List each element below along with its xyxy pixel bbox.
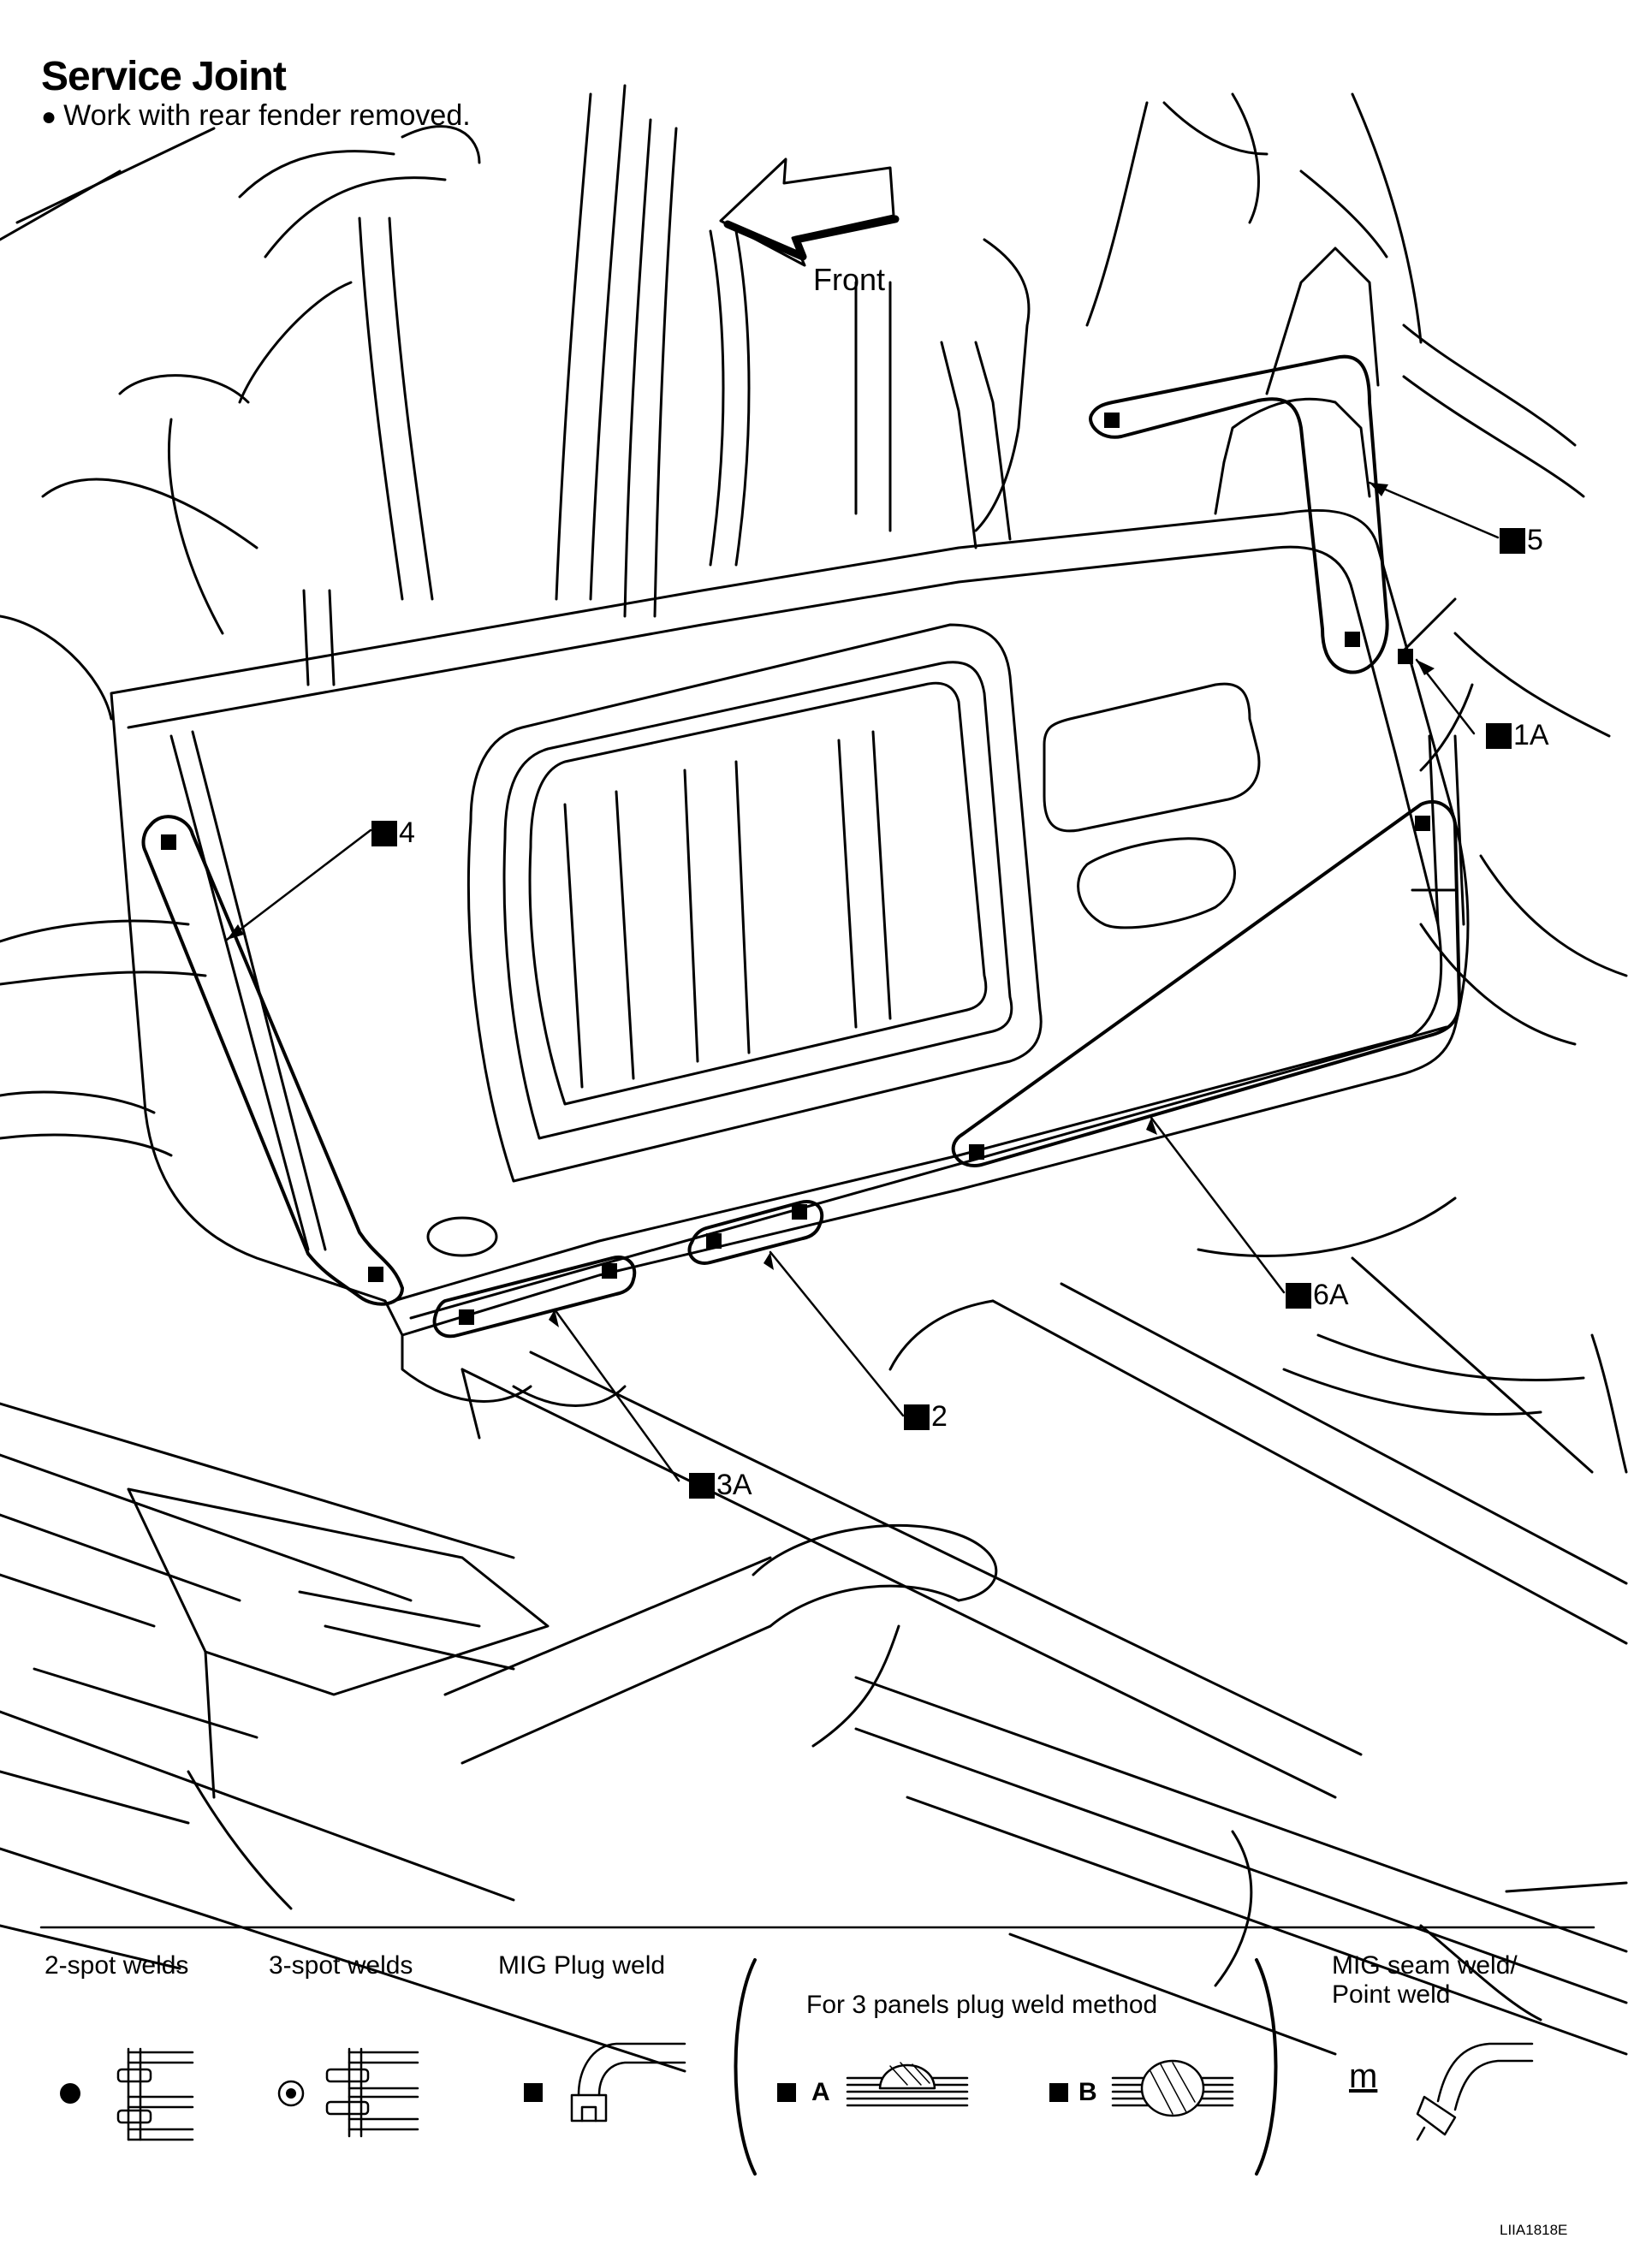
work-note-text: Work with rear fender removed. [63, 99, 471, 132]
method-a-panels-icon [846, 2062, 969, 2107]
weld-square-icon [689, 1472, 715, 1499]
callout-3a: 3A [689, 1469, 752, 1502]
weld-seam-groups [141, 354, 1461, 1339]
right-paren [1255, 1958, 1278, 2176]
weld-square-icon [371, 820, 397, 846]
legend-three-spot-label: 3-spot welds [269, 1951, 413, 1980]
method-a-square-icon [777, 2083, 796, 2102]
page-title: Service Joint [41, 54, 287, 99]
three-spot-panel-icon [325, 2047, 419, 2138]
weld-point-markers [161, 413, 1430, 1325]
legend-method-a-label: A [811, 2078, 830, 2106]
legend-mig-seam-label-2: Point weld [1332, 1980, 1451, 2009]
two-spot-dot-icon [60, 2083, 80, 2104]
callout-5-label: 5 [1527, 524, 1543, 556]
front-label: Front [813, 262, 886, 297]
callout-1a-label: 1A [1513, 719, 1549, 751]
weld-square-icon [1486, 722, 1512, 749]
legend-mig-seam-label-1: MIG seam weld/ [1332, 1951, 1518, 1980]
callout-2-label: 2 [931, 1400, 948, 1433]
callout-5: 5 [1500, 524, 1543, 557]
weld-square-icon [1500, 527, 1525, 554]
left-paren [734, 1958, 757, 2176]
callout-2: 2 [904, 1400, 948, 1434]
legend-mig-plug-label: MIG Plug weld [498, 1951, 666, 1980]
reference-code: LIIA1818E [1500, 2222, 1568, 2238]
legend-graphics [60, 1958, 1534, 2176]
leader-arrowheads [227, 483, 1435, 1327]
legend-three-panels-label: For 3 panels plug weld method [806, 1991, 1158, 2019]
callout-6a: 6A [1286, 1279, 1349, 1312]
legend-method-b-label: B [1078, 2078, 1097, 2106]
callout-1a: 1A [1486, 719, 1549, 752]
callout-3a-label: 3A [716, 1469, 752, 1501]
bullet-icon: ● [41, 103, 57, 131]
mig-plug-square-icon [524, 2083, 543, 2102]
weld-square-icon [904, 1404, 930, 1430]
callout-4: 4 [371, 816, 415, 850]
legend-two-spot-label: 2-spot welds [45, 1951, 189, 1980]
two-spot-panel-icon [116, 2047, 194, 2141]
callout-6a-label: 6A [1313, 1279, 1349, 1311]
three-spot-ring-icon [277, 2080, 305, 2107]
seam-weld-symbol-icon: m [1349, 2057, 1378, 2095]
method-b-panels-icon [1111, 2059, 1234, 2117]
work-note: ●Work with rear fender removed. [41, 99, 471, 133]
mig-seam-torch-icon [1416, 2042, 1534, 2141]
weld-square-icon [1286, 1282, 1311, 1309]
mig-plug-torch-icon [570, 2042, 686, 2123]
rear-panel-outline [110, 246, 1474, 1403]
method-b-square-icon [1049, 2083, 1068, 2102]
callout-4-label: 4 [399, 816, 415, 849]
body-structure-lines [0, 84, 1628, 2073]
front-arrow-icon [719, 157, 900, 267]
